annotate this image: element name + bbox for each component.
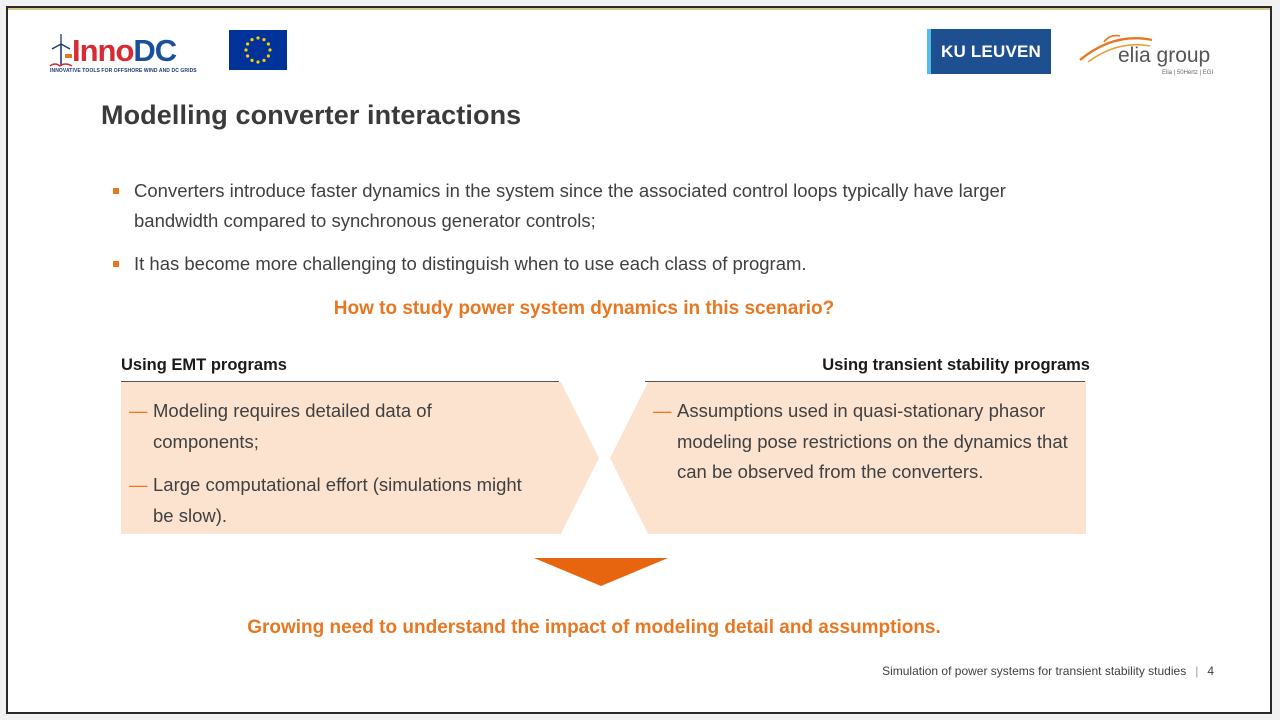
- innodc-wordmark-part: Inno: [72, 33, 134, 68]
- footer-title: Simulation of power systems for transien…: [882, 664, 1187, 678]
- slide-footer: Simulation of power systems for transien…: [882, 664, 1214, 678]
- emt-item: — Modeling requires detailed data of com…: [129, 396, 539, 457]
- slide: InnoDC INNOVATIVE TOOLS FOR OFFSHORE WIN…: [6, 6, 1272, 714]
- elia-wordmark: elia group: [1118, 44, 1211, 67]
- bullet-item: It has become more challenging to distin…: [108, 249, 1048, 279]
- transient-stability-heading: Using transient stability programs: [822, 356, 1090, 374]
- bullet-list: Converters introduce faster dynamics in …: [108, 176, 1048, 292]
- emt-item-text: Modeling requires detailed data of compo…: [153, 400, 432, 452]
- emt-box: [121, 382, 599, 534]
- transient-stability-item-text: Assumptions used in quasi-stationary pha…: [677, 400, 1068, 482]
- eu-star-icon: [268, 48, 272, 52]
- eu-star-icon: [250, 38, 254, 42]
- bullet-item: Converters introduce faster dynamics in …: [108, 176, 1048, 236]
- eu-star-icon: [246, 54, 250, 58]
- ku-leuven-logo: KU LEUVEN: [927, 29, 1051, 74]
- elia-group-logo: elia group Elia | 50Hertz | EGI: [1074, 30, 1230, 82]
- dash-bullet-icon: —: [129, 474, 148, 495]
- wind-turbine-icon: [49, 34, 73, 67]
- eu-star-icon: [266, 54, 270, 58]
- elia-subtitle: Elia | 50Hertz | EGI: [1162, 70, 1214, 76]
- right-divider: [645, 381, 1085, 382]
- eu-star-icon: [246, 42, 250, 46]
- transient-stability-item: — Assumptions used in quasi-stationary p…: [653, 396, 1073, 488]
- transient-stability-list: — Assumptions used in quasi-stationary p…: [653, 396, 1073, 501]
- ku-leuven-text: KU LEUVEN: [940, 41, 1042, 61]
- innodc-wordmark: InnoDC: [72, 33, 177, 68]
- square-bullet-icon: [113, 261, 119, 267]
- square-bullet-icon: [113, 188, 119, 194]
- down-arrow-icon: [534, 558, 668, 586]
- emt-list: — Modeling requires detailed data of com…: [129, 396, 539, 544]
- innodc-logo: InnoDC INNOVATIVE TOOLS FOR OFFSHORE WIN…: [48, 32, 197, 78]
- eu-star-icon: [262, 58, 266, 62]
- slide-title: Modelling converter interactions: [101, 100, 522, 130]
- bullet-text: Converters introduce faster dynamics in …: [134, 180, 1006, 231]
- eu-star-icon: [266, 42, 270, 46]
- dash-bullet-icon: —: [129, 400, 148, 421]
- bullet-text: It has become more challenging to distin…: [134, 253, 807, 274]
- innodc-tagline: INNOVATIVE TOOLS FOR OFFSHORE WIND AND D…: [50, 68, 197, 74]
- dash-bullet-icon: —: [653, 400, 672, 421]
- page-number: 4: [1207, 664, 1214, 678]
- emt-item: — Large computational effort (simulation…: [129, 470, 539, 531]
- eu-flag-icon: [229, 30, 287, 70]
- eu-star-icon: [256, 36, 260, 40]
- eu-star-icon: [250, 58, 254, 62]
- conclusion-text: Growing need to understand the impact of…: [247, 617, 941, 638]
- question-heading: How to study power system dynamics in th…: [333, 298, 835, 319]
- eu-star-icon: [262, 38, 266, 42]
- left-divider: [121, 381, 559, 382]
- eu-star-icon: [256, 60, 260, 64]
- elia-swoosh-icon: [1079, 34, 1153, 63]
- emt-item-text: Large computational effort (simulations …: [153, 474, 522, 526]
- eu-star-icon: [244, 48, 248, 52]
- transient-stability-box: [610, 382, 1086, 534]
- footer-separator: |: [1195, 664, 1199, 678]
- emt-heading: Using EMT programs: [121, 356, 287, 374]
- innodc-wordmark-part: DC: [133, 33, 177, 68]
